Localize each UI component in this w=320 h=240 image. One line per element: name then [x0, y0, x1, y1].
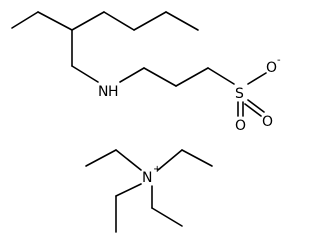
- cation-structure: N +: [85, 149, 213, 233]
- bond-propyl-1: [143, 67, 177, 87]
- bond-butyl-2: [103, 11, 135, 31]
- bond-cation-ll-1: [115, 183, 142, 197]
- bond-butyl-1: [71, 11, 105, 31]
- bond-ethyl-ch2: [37, 11, 73, 31]
- bond-cation-ur-2: [181, 149, 213, 167]
- bond-ethyl-ch3: [11, 11, 39, 29]
- bond-cation-ul-1: [115, 149, 142, 171]
- cation-nitrogen-label: N: [142, 170, 152, 186]
- sulfur-label: S: [235, 86, 244, 102]
- bond-ch2-n: [71, 65, 99, 83]
- bond-n-ch2: [119, 67, 145, 83]
- bond-cation-ul-2: [85, 149, 117, 167]
- bond-propyl-s: [207, 67, 235, 85]
- bond-butyl-4: [165, 11, 199, 31]
- amine-nitrogen-label: N: [98, 84, 108, 100]
- amine-hydrogen-label: H: [108, 84, 119, 100]
- bond-cation-ur-1: [157, 149, 183, 171]
- oxygen-right-label: O: [262, 114, 273, 130]
- cation-nitrogen-charge: +: [153, 164, 161, 175]
- chemical-structure-diagram: N H S O - O O N +: [11, 11, 281, 233]
- oxygen-top-label: O: [266, 60, 277, 76]
- bond-cation-lr-2: [151, 207, 183, 227]
- bond-butyl-3: [133, 11, 167, 31]
- bond-s-o-right-b: [244, 103, 262, 117]
- bond-s-o-top: [247, 72, 267, 85]
- anion-structure: N H S O - O O: [11, 11, 281, 134]
- oxygen-bottom-label: O: [235, 118, 246, 134]
- bond-s-o-right-a: [247, 99, 265, 113]
- bond-propyl-2: [175, 67, 209, 87]
- oxygen-top-charge: -: [277, 55, 281, 66]
